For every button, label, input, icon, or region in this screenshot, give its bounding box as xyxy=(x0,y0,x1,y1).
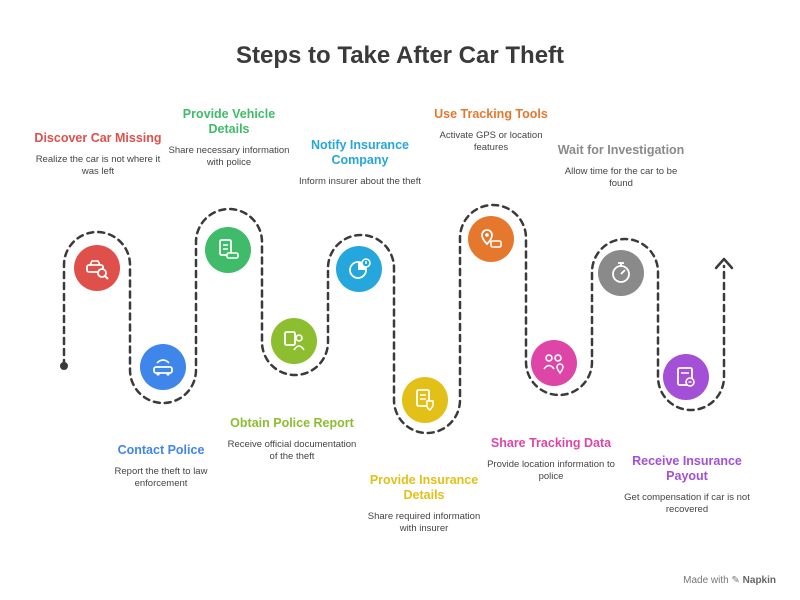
step-heading: Receive Insurance Payout xyxy=(632,454,742,483)
footer-prefix: Made with xyxy=(683,575,729,586)
step-description: Realize the car is not where it was left xyxy=(35,154,161,177)
step-description: Get compensation if car is not recovered xyxy=(624,492,750,515)
step-use-tracking-tools: Use Tracking Tools Activate GPS or locat… xyxy=(426,107,556,154)
step-heading: Discover Car Missing xyxy=(34,131,162,145)
step-provide-vehicle-details: Provide Vehicle Details Share necessary … xyxy=(164,107,294,169)
page-title: Steps to Take After Car Theft xyxy=(235,42,565,69)
sos-car-icon xyxy=(140,344,186,390)
stopwatch-icon xyxy=(598,250,644,296)
step-description: Inform insurer about the theft xyxy=(299,176,421,187)
step-contact-police: Contact Police Report the theft to law e… xyxy=(96,443,226,490)
step-heading: Share Tracking Data xyxy=(490,436,612,450)
car-search-icon xyxy=(74,245,120,291)
path-start-dot xyxy=(60,362,68,370)
step-description: Provide location information to police xyxy=(487,459,615,482)
step-description: Allow time for the car to be found xyxy=(564,166,678,189)
step-heading: Provide Vehicle Details xyxy=(182,107,276,136)
footer-brand: Napkin xyxy=(742,575,776,586)
step-wait-for-investigation: Wait for Investigation Allow time for th… xyxy=(556,143,686,190)
step-heading: Use Tracking Tools xyxy=(434,107,548,121)
napkin-logo-icon: ✎ xyxy=(731,575,740,586)
step-provide-insurance-details: Provide Insurance Details Share required… xyxy=(359,473,489,535)
alert-chart-icon xyxy=(336,246,382,292)
police-report-icon xyxy=(271,318,317,364)
step-notify-insurance-company: Notify Insurance Company Inform insurer … xyxy=(295,138,425,188)
step-share-tracking-data: Share Tracking Data Provide location inf… xyxy=(486,436,616,483)
step-receive-insurance-payout: Receive Insurance Payout Get compensatio… xyxy=(622,454,752,516)
step-heading: Notify Insurance Company xyxy=(311,138,409,167)
step-heading: Provide Insurance Details xyxy=(369,473,479,502)
step-description: Activate GPS or location features xyxy=(439,130,543,153)
step-discover-car-missing: Discover Car Missing Realize the car is … xyxy=(33,131,163,178)
step-heading: Contact Police xyxy=(117,443,205,457)
document-car-icon xyxy=(205,227,251,273)
step-description: Share necessary information with police xyxy=(168,145,290,168)
step-description: Report the theft to law enforcement xyxy=(114,466,208,489)
gps-tracker-icon xyxy=(468,216,514,262)
people-location-icon xyxy=(531,340,577,386)
path-end-arrow xyxy=(714,257,734,270)
step-heading: Obtain Police Report xyxy=(230,416,354,430)
insurance-document-icon xyxy=(402,377,448,423)
payout-document-icon xyxy=(663,354,709,400)
step-heading: Wait for Investigation xyxy=(557,143,685,157)
step-description: Receive official documentation of the th… xyxy=(227,439,357,462)
footer-credit: Made with ✎ Napkin xyxy=(683,575,776,586)
step-description: Share required information with insurer xyxy=(367,511,481,534)
step-obtain-police-report: Obtain Police Report Receive official do… xyxy=(227,416,357,463)
